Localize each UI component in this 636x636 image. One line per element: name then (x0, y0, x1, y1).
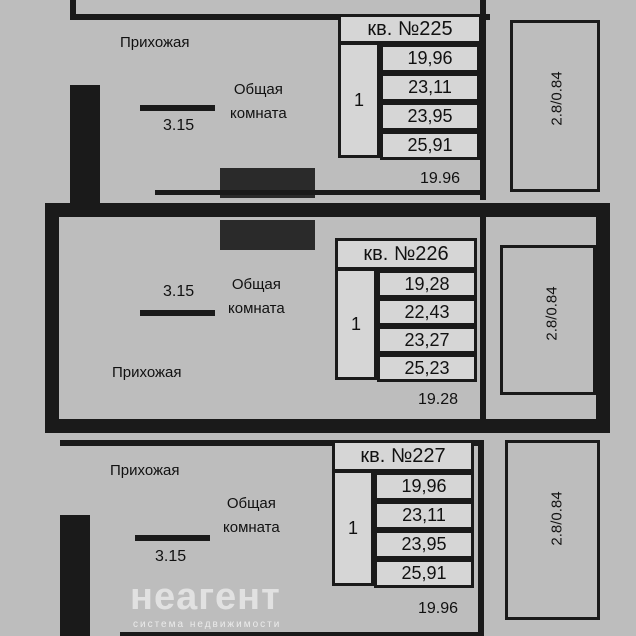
area-value: 25,91 (374, 559, 474, 588)
room-count: 1 (338, 42, 380, 158)
area-value: 23,11 (374, 501, 474, 530)
area-value: 23,95 (380, 102, 480, 131)
area-value: 22,43 (377, 298, 477, 326)
balcony-size: 2.8/0.84 (548, 491, 566, 546)
wall (480, 215, 486, 420)
balcony (500, 245, 596, 395)
room-label-line: комната (230, 105, 287, 122)
wall (140, 105, 215, 111)
bathroom-area: 3.15 (155, 548, 187, 565)
hall-label: Прихожая (112, 364, 182, 381)
area-value: 23,27 (377, 326, 477, 354)
wall (220, 220, 315, 250)
balcony (510, 20, 600, 192)
wall (155, 190, 485, 195)
balcony (505, 440, 600, 620)
balcony-size: 2.8/0.84 (543, 286, 561, 341)
room-count: 1 (335, 268, 377, 380)
area-value: 25,91 (380, 131, 480, 160)
area-value: 23,11 (380, 73, 480, 102)
room-count: 1 (332, 470, 374, 586)
wall (70, 14, 490, 20)
wall (480, 0, 486, 200)
room-label-line: комната (223, 519, 280, 536)
wall (60, 515, 90, 636)
area-value: 19,28 (377, 270, 477, 298)
room-area: 19.96 (420, 170, 461, 187)
room-area: 19.96 (418, 600, 459, 617)
area-value: 25,23 (377, 354, 477, 382)
watermark-tagline: система недвижимости (133, 619, 282, 630)
room-label-line: Общая (226, 495, 276, 512)
room-label: Общая комната (223, 492, 280, 540)
bathroom-area: 3.15 (163, 117, 195, 134)
room-area: 19.28 (418, 391, 459, 408)
apartment-number: кв. №226 (335, 238, 477, 270)
area-value: 23,95 (374, 530, 474, 559)
room-label-line: Общая (231, 276, 281, 293)
watermark-logo: неагент (130, 576, 281, 618)
wall (60, 440, 480, 446)
wall (120, 632, 480, 636)
hall-label: Прихожая (110, 462, 180, 479)
wall (70, 0, 76, 20)
room-label-line: Общая (233, 81, 283, 98)
balcony-size: 2.8/0.84 (548, 71, 566, 126)
apartment-226-outline (45, 203, 610, 433)
bathroom-area: 3.15 (163, 283, 195, 300)
room-label-line: комната (228, 300, 285, 317)
room-label: Общая комната (230, 78, 287, 126)
wall (478, 440, 484, 636)
hall-label: Прихожая (120, 34, 190, 51)
apartment-number: кв. №227 (332, 440, 474, 472)
wall (140, 310, 215, 316)
room-label: Общая комната (228, 273, 285, 321)
wall (135, 535, 210, 541)
area-value: 19,96 (380, 44, 480, 73)
apartment-number: кв. №225 (338, 14, 482, 44)
wall (70, 85, 100, 205)
area-value: 19,96 (374, 472, 474, 501)
